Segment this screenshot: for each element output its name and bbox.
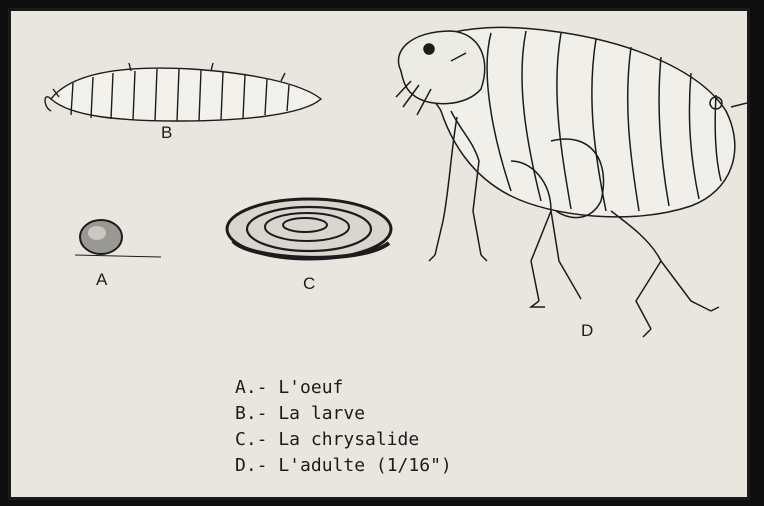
label-a: A xyxy=(96,270,107,290)
flea-icon xyxy=(396,27,747,337)
label-c: C xyxy=(303,274,315,294)
label-b: B xyxy=(161,123,172,143)
diagram-panel: B A C D A.- L'oeuf B.- La larve C.- La c… xyxy=(8,8,750,500)
legend-item-adult: D.- L'adulte (1/16") xyxy=(235,453,452,479)
legend-item-larva: B.- La larve xyxy=(235,401,452,427)
legend-item-egg: A.- L'oeuf xyxy=(235,375,452,401)
larva-icon xyxy=(45,63,321,121)
legend: A.- L'oeuf B.- La larve C.- La chrysalid… xyxy=(235,375,452,479)
egg-icon xyxy=(75,220,161,257)
pupa-icon xyxy=(227,199,391,259)
label-d: D xyxy=(581,321,593,341)
legend-item-pupa: C.- La chrysalide xyxy=(235,427,452,453)
